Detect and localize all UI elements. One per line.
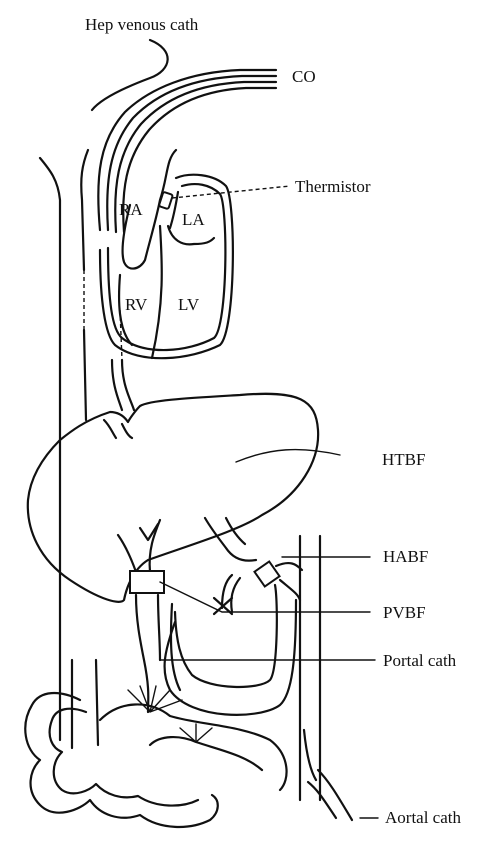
vena-cava bbox=[40, 150, 98, 748]
portal-vein bbox=[118, 520, 180, 712]
habf-label: HABF bbox=[383, 547, 428, 566]
hep-venous-cath-label: Hep venous cath bbox=[85, 15, 199, 34]
rv-label: RV bbox=[125, 295, 148, 314]
hepatic-artery bbox=[205, 518, 302, 614]
bowel bbox=[25, 686, 286, 827]
pvbf-label: PVBF bbox=[383, 603, 426, 622]
aorta bbox=[300, 536, 352, 820]
aortal-cath-label: Aortal cath bbox=[385, 808, 461, 827]
leader-lines bbox=[160, 186, 378, 818]
thermistor-leader bbox=[172, 186, 290, 198]
htbf-label: HTBF bbox=[382, 450, 425, 469]
co-label: CO bbox=[292, 67, 316, 86]
lv-label: LV bbox=[178, 295, 200, 314]
htbf-leader bbox=[236, 450, 340, 462]
thermistor-label: Thermistor bbox=[295, 177, 371, 196]
la-label: LA bbox=[182, 210, 205, 229]
heart bbox=[100, 150, 233, 360]
pvbf-flow-probe bbox=[130, 571, 164, 593]
ra-label: RA bbox=[119, 200, 143, 219]
catheter-to-liver bbox=[112, 360, 134, 410]
portal-cath-label: Portal cath bbox=[383, 651, 457, 670]
